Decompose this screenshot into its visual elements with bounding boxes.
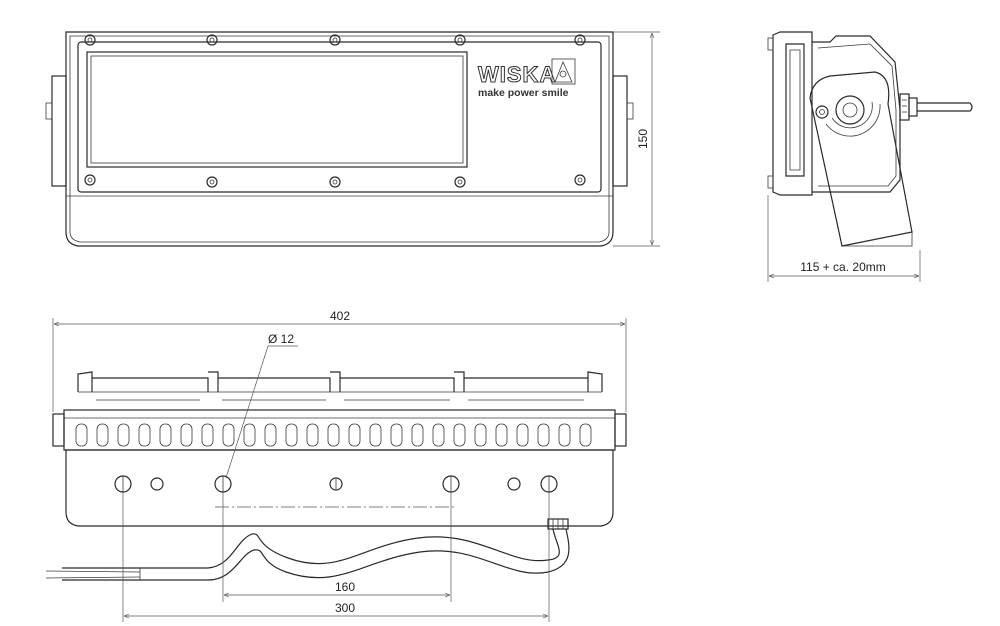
cooling-fin bbox=[159, 423, 172, 447]
bottom-housing-body bbox=[65, 449, 614, 527]
width-dimension: 402 bbox=[52, 309, 627, 412]
cooling-fin bbox=[306, 423, 319, 447]
cooling-fin bbox=[432, 423, 445, 447]
cooling-fin bbox=[495, 423, 508, 447]
cooling-fin bbox=[117, 423, 130, 447]
height-dim-label: 150 bbox=[636, 129, 650, 149]
logo-emblem-icon bbox=[551, 58, 576, 85]
cooling-fin bbox=[222, 423, 235, 447]
cooling-fin bbox=[285, 423, 298, 447]
mounting-bracket bbox=[809, 71, 913, 247]
cooling-fin bbox=[411, 423, 424, 447]
cooling-fin bbox=[243, 423, 256, 447]
cooling-fin bbox=[474, 423, 487, 447]
side-front-plate bbox=[772, 31, 813, 196]
cooling-fin bbox=[75, 423, 88, 447]
bracket-pivot bbox=[835, 95, 865, 125]
right-mount-tab bbox=[612, 75, 628, 187]
hole-4 bbox=[329, 477, 343, 491]
glass-window bbox=[86, 51, 468, 168]
cooling-fin bbox=[201, 423, 214, 447]
cooling-fin bbox=[453, 423, 466, 447]
mounting-holes bbox=[114, 475, 558, 493]
cooling-fin-band bbox=[63, 409, 616, 451]
diameter-dim-label: Ø 12 bbox=[268, 332, 294, 346]
cooling-fin bbox=[327, 423, 340, 447]
cooling-fin bbox=[138, 423, 151, 447]
spacing-300-label: 300 bbox=[335, 601, 355, 615]
cooling-fin bbox=[558, 423, 571, 447]
cooling-fin bbox=[369, 423, 382, 447]
top-glass-segments bbox=[77, 371, 603, 401]
spacing-300-dimension: 300 bbox=[122, 492, 550, 622]
cooling-fin bbox=[96, 423, 109, 447]
side-view: 115 + ca. 20mm bbox=[767, 31, 973, 282]
cooling-fin bbox=[516, 423, 529, 447]
cable-connector bbox=[547, 518, 569, 530]
spacing-160-dimension: 160 bbox=[222, 492, 452, 602]
spacing-160-label: 160 bbox=[335, 580, 355, 594]
side-housing-body bbox=[812, 35, 901, 193]
front-view: WISKA make power smile 150 bbox=[45, 31, 660, 247]
cable-gland bbox=[899, 93, 973, 121]
front-housing-outline bbox=[65, 31, 614, 247]
hole-2 bbox=[150, 477, 164, 491]
left-mount-tab bbox=[51, 75, 67, 187]
front-screws bbox=[84, 34, 586, 188]
cooling-fins bbox=[75, 423, 592, 447]
cooling-fin bbox=[390, 423, 403, 447]
cooling-fin bbox=[348, 423, 361, 447]
width-dim-label: 402 bbox=[330, 309, 350, 323]
cooling-fin bbox=[264, 423, 277, 447]
power-cable bbox=[45, 528, 570, 581]
height-dimension: 150 bbox=[613, 31, 660, 247]
depth-dimension: 115 + ca. 20mm bbox=[767, 195, 921, 282]
diameter-dimension: Ø 12 bbox=[225, 332, 298, 479]
brand-slogan: make power smile bbox=[478, 87, 569, 99]
bottom-view: 402 bbox=[45, 309, 627, 622]
cooling-fin bbox=[180, 423, 193, 447]
brand-logo: WISKA bbox=[478, 62, 556, 87]
right-side-cap bbox=[614, 413, 627, 447]
hole-6 bbox=[507, 477, 521, 491]
depth-dim-label: 115 + ca. 20mm bbox=[800, 260, 886, 274]
left-side-cap bbox=[52, 413, 65, 447]
cooling-fin bbox=[579, 423, 592, 447]
cooling-fin bbox=[537, 423, 550, 447]
